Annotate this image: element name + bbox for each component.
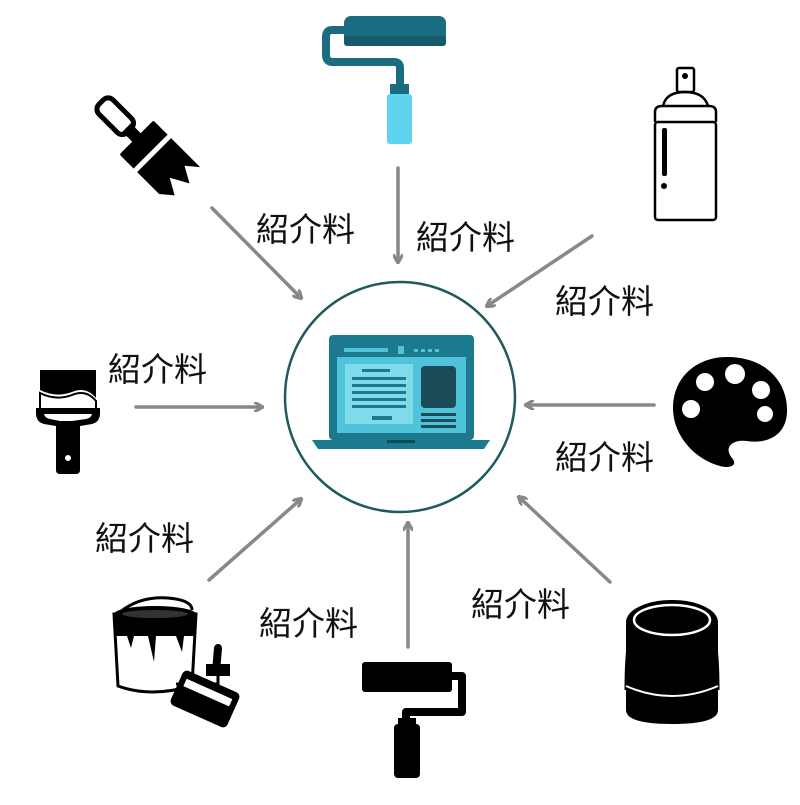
arrow-bottom-right xyxy=(519,497,612,584)
arrow-top-left xyxy=(210,206,301,298)
label-top-left: 紹介料 xyxy=(256,210,355,249)
paint-bucket-roller-icon xyxy=(112,596,240,728)
laptop-website-icon xyxy=(312,335,490,449)
label-right: 紹介料 xyxy=(555,438,654,477)
paintbrush-icon xyxy=(94,95,201,196)
label-top: 紹介料 xyxy=(416,218,515,257)
arrows xyxy=(134,166,656,649)
arrow-bottom-left xyxy=(207,499,301,582)
arrow-top-right xyxy=(487,234,594,306)
label-bottom-right: 紹介料 xyxy=(471,585,570,624)
label-top-right: 紹介料 xyxy=(555,282,654,321)
paint-can-icon xyxy=(624,600,720,724)
paint-roller-blue-icon xyxy=(322,16,446,144)
paint-roller-black-icon xyxy=(362,662,466,778)
center-node xyxy=(283,280,517,514)
palette-icon xyxy=(673,357,788,468)
label-left: 紹介料 xyxy=(108,350,207,389)
spray-can-icon xyxy=(653,66,718,222)
wide-brush-icon xyxy=(36,370,100,474)
label-bottom: 紹介料 xyxy=(259,604,358,643)
label-bottom-left: 紹介料 xyxy=(95,519,194,558)
